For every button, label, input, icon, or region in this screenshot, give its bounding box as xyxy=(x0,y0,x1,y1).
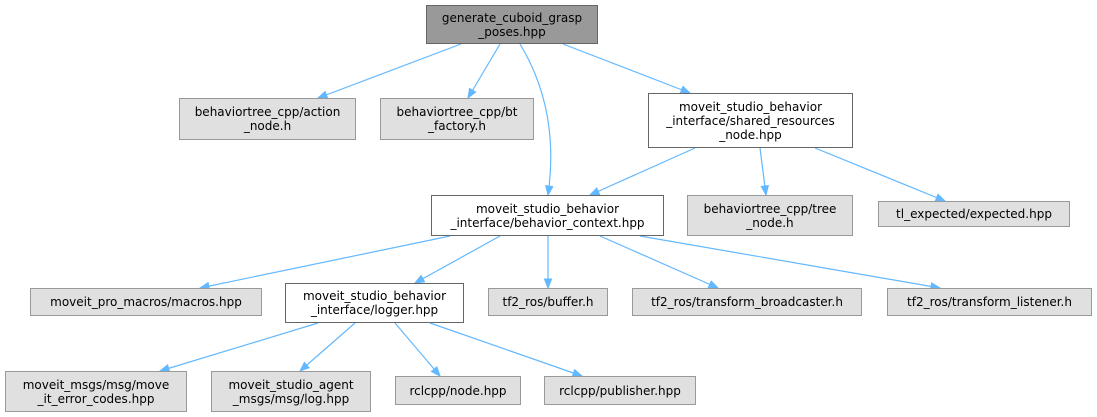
edge-root-to-behavior_ctx xyxy=(519,43,554,197)
node-bt-tree-node[interactable]: behaviortree_cpp/tree _node.h xyxy=(687,195,853,236)
edge-behavior_ctx-to-logger xyxy=(413,235,501,284)
edge-behavior_ctx-to-tf2_broadcaster xyxy=(599,235,720,289)
edge-logger-to-rclcpp_node xyxy=(394,322,441,378)
node-tl-expected[interactable]: tl_expected/expected.hpp xyxy=(878,201,1070,227)
edge-shared_res-to-tl_expected xyxy=(814,147,947,202)
node-logger[interactable]: moveit_studio_behavior _interface/logger… xyxy=(285,283,464,323)
node-bt-factory[interactable]: behaviortree_cpp/bt _factory.h xyxy=(380,98,534,140)
edge-logger-to-rclcpp_pub xyxy=(429,322,584,377)
node-rclcpp-node[interactable]: rclcpp/node.hpp xyxy=(395,376,521,405)
edge-root-to-bt_action xyxy=(316,43,462,99)
node-shared-resources-node[interactable]: moveit_studio_behavior _interface/shared… xyxy=(648,93,853,148)
node-tf2-buffer[interactable]: tf2_ros/buffer.h xyxy=(488,288,608,316)
edge-behavior_ctx-to-tf2_listener xyxy=(639,235,942,291)
edge-behavior_ctx-to-macros xyxy=(198,235,451,291)
edge-behavior_ctx-to-tf2_buffer xyxy=(543,236,553,290)
node-move-it-error-codes[interactable]: moveit_msgs/msg/move _it_error_codes.hpp xyxy=(5,371,187,412)
node-tf2-transform-broadcaster[interactable]: tf2_ros/transform_broadcaster.h xyxy=(632,288,862,316)
node-tf2-transform-listener[interactable]: tf2_ros/transform_listener.h xyxy=(887,288,1092,316)
node-agent-msgs-log[interactable]: moveit_studio_agent _msgs/msg/log.hpp xyxy=(211,371,371,412)
node-rclcpp-publisher[interactable]: rclcpp/publisher.hpp xyxy=(544,376,696,405)
node-macros[interactable]: moveit_pro_macros/macros.hpp xyxy=(30,288,262,316)
node-generate-cuboid-grasp-poses[interactable]: generate_cuboid_grasp _poses.hpp xyxy=(426,5,598,44)
node-behavior-context[interactable]: moveit_studio_behavior _interface/behavi… xyxy=(431,195,664,236)
edge-root-to-shared_res xyxy=(562,43,692,94)
node-bt-action-node[interactable]: behaviortree_cpp/action _node.h xyxy=(179,98,356,140)
edge-logger-to-agent_log xyxy=(298,322,356,372)
edge-logger-to-error_codes xyxy=(158,322,319,373)
edge-shared_res-to-behavior_ctx xyxy=(588,147,696,196)
edge-shared_res-to-bt_tree xyxy=(759,147,770,197)
edge-root-to-bt_factory xyxy=(467,43,501,100)
